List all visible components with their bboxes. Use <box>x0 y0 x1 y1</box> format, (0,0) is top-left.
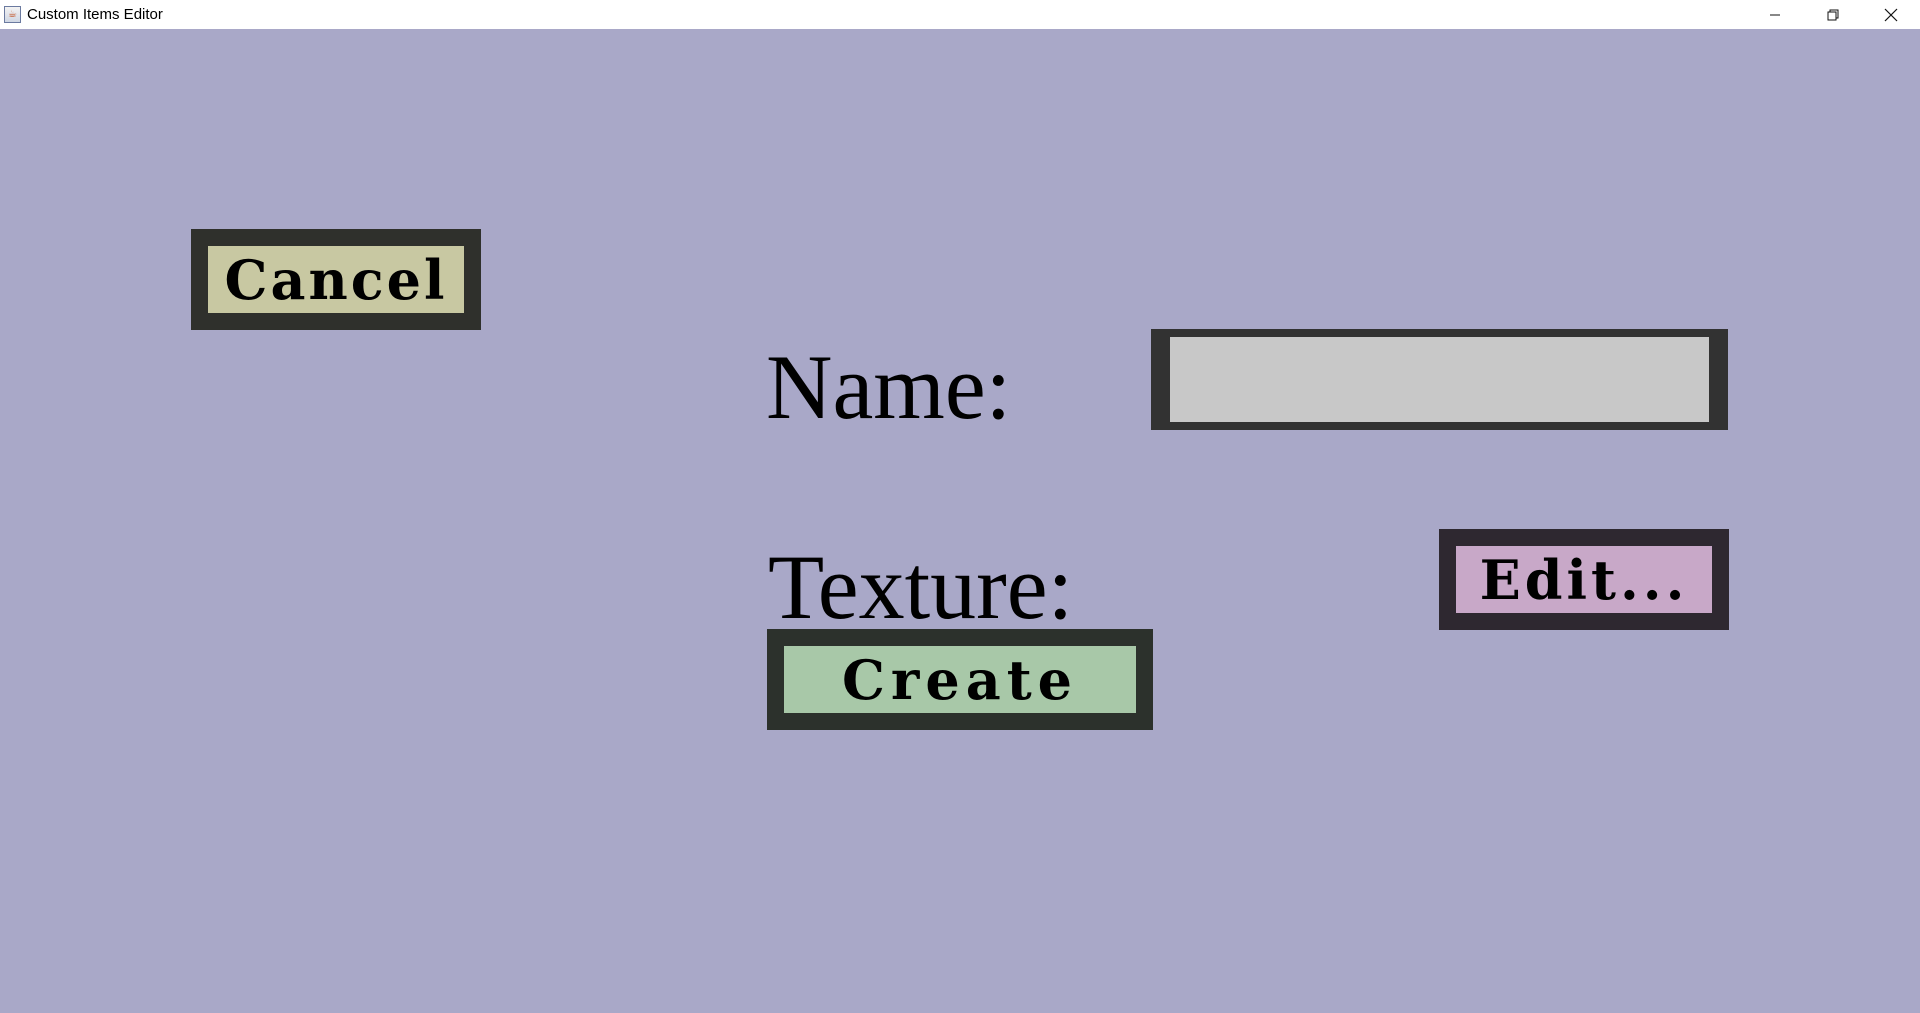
editor-canvas: Cancel Name: Texture: Edit... Create <box>0 29 1920 1013</box>
title-bar[interactable]: ☕ Custom Items Editor <box>0 0 1920 29</box>
java-app-icon: ☕ <box>4 6 21 23</box>
edit-texture-button[interactable]: Edit... <box>1439 529 1729 630</box>
minimize-icon <box>1770 14 1780 15</box>
create-button[interactable]: Create <box>767 629 1153 730</box>
maximize-button[interactable] <box>1804 0 1862 29</box>
minimize-button[interactable] <box>1746 0 1804 29</box>
window-title: Custom Items Editor <box>27 6 163 23</box>
restore-icon <box>1827 9 1839 20</box>
close-icon <box>1884 8 1898 21</box>
cancel-button[interactable]: Cancel <box>191 229 481 330</box>
name-input[interactable] <box>1151 329 1728 430</box>
window-controls <box>1746 0 1920 29</box>
close-button[interactable] <box>1862 0 1920 29</box>
name-label: Name: <box>766 336 1012 438</box>
texture-label: Texture: <box>768 536 1074 638</box>
